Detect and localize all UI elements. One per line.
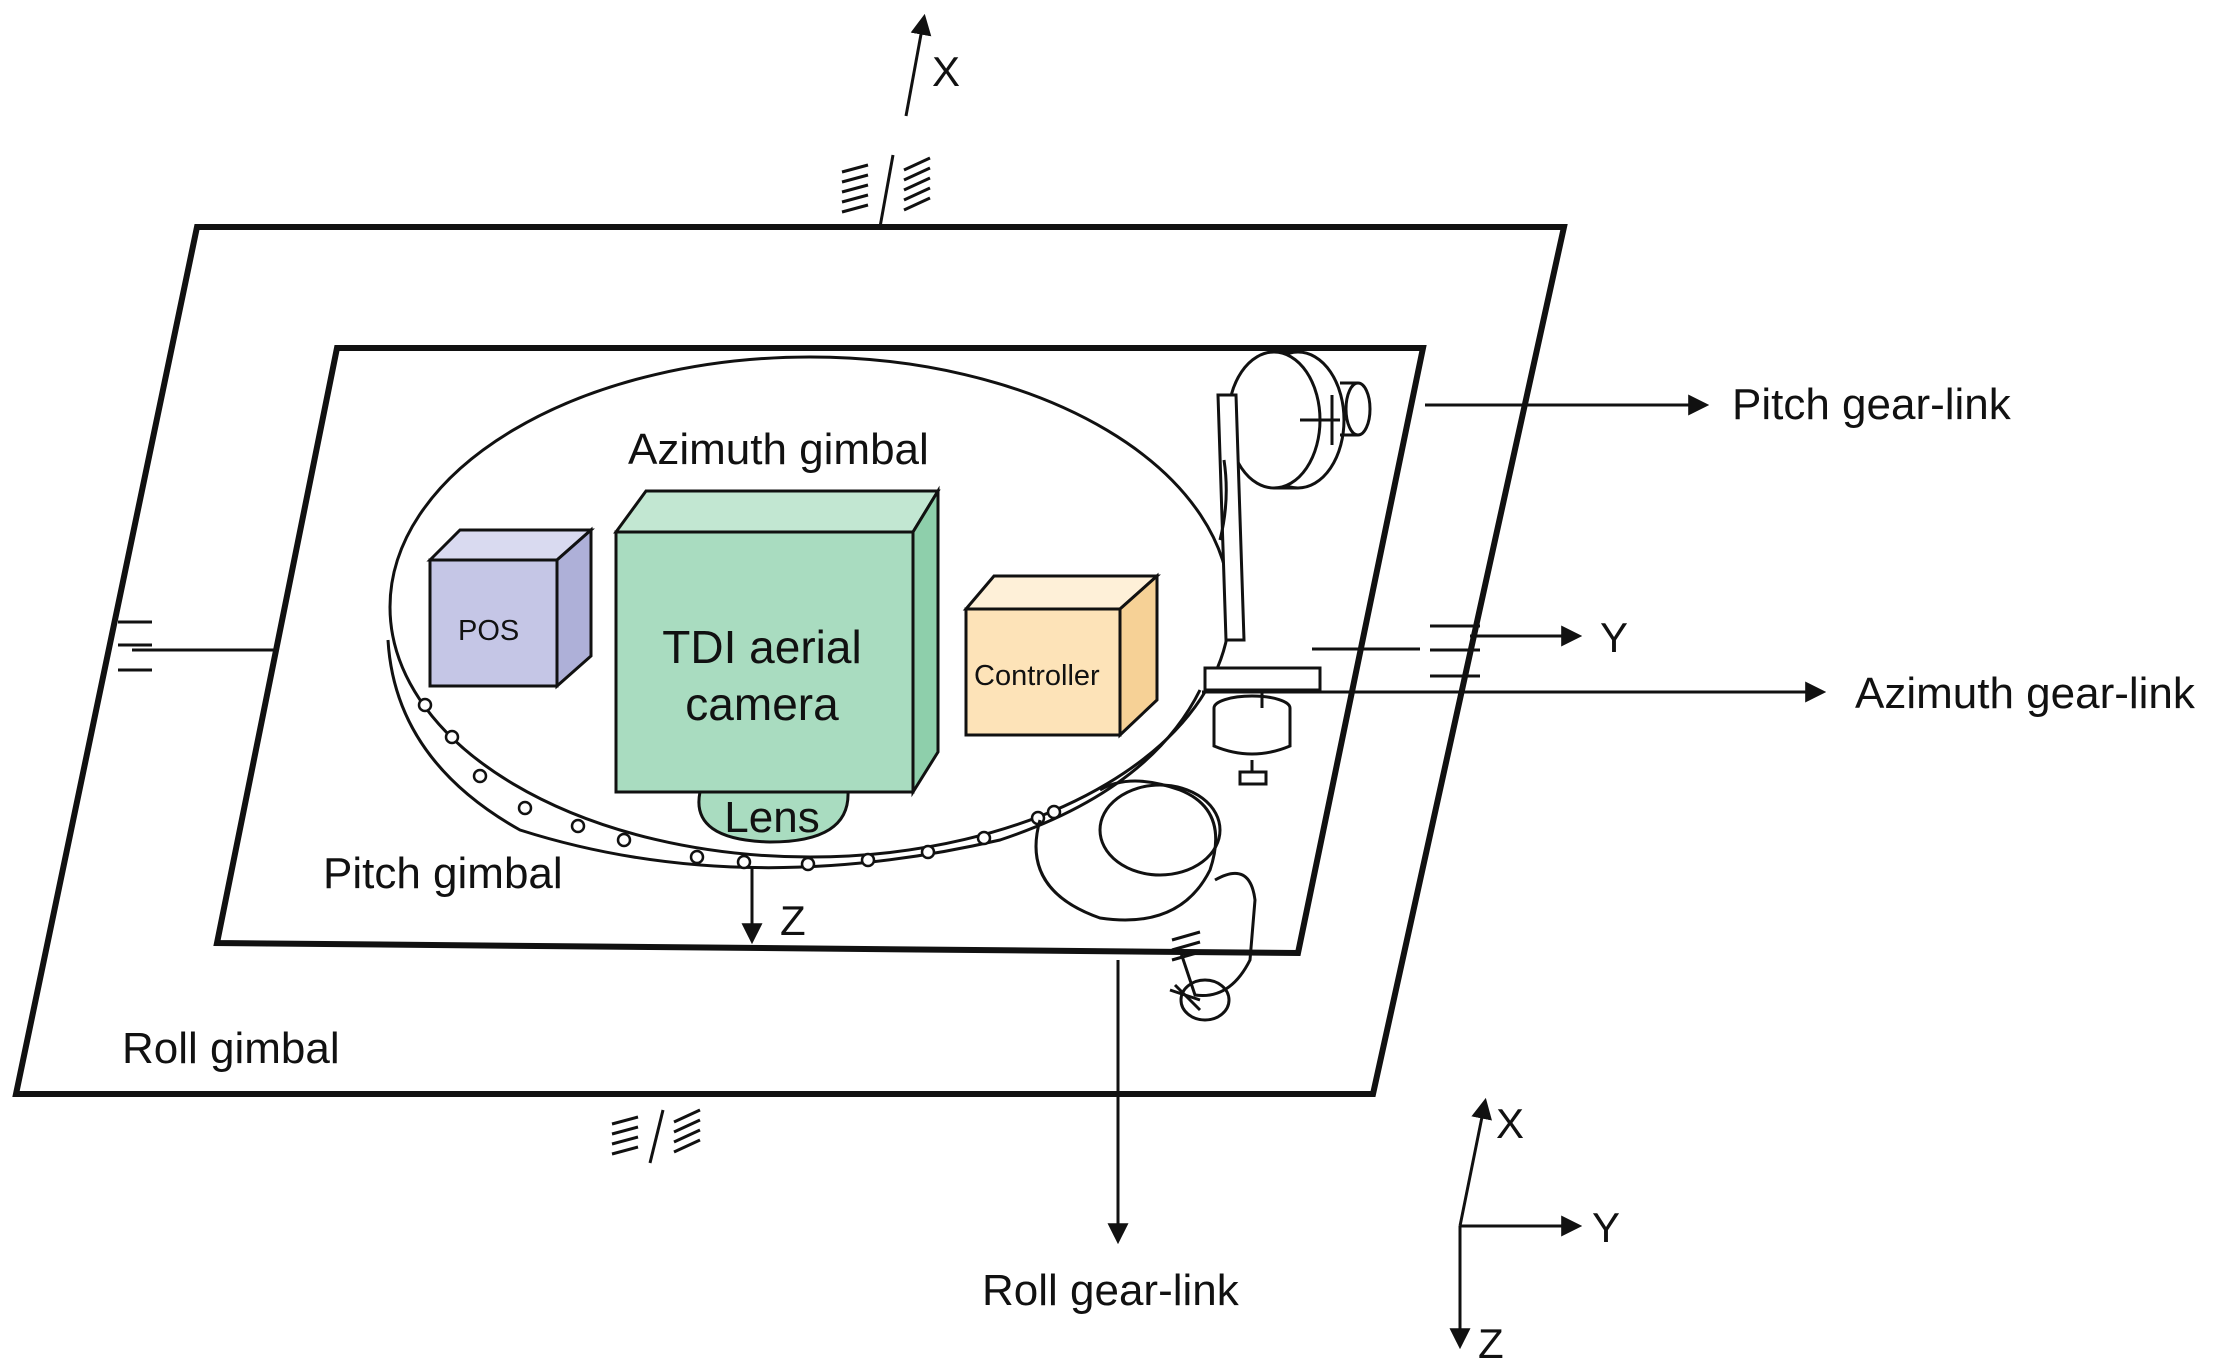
controller-label: Controller — [974, 660, 1100, 692]
lens-shape — [697, 790, 850, 844]
pitch-gimbal-label: Pitch gimbal — [323, 849, 563, 898]
camera-label-line1: TDI aerial — [662, 621, 861, 673]
mid-z-axis-label: Z — [780, 897, 806, 944]
camera-box — [613, 485, 941, 798]
lens-label: Lens — [724, 793, 819, 842]
azimuth-motor — [1203, 666, 1322, 786]
ref-z-label: Z — [1478, 1320, 1504, 1367]
azimuth-gimbal-label: Azimuth gimbal — [628, 425, 929, 474]
roll-motor — [1034, 779, 1257, 1022]
controller-box — [962, 572, 1161, 739]
azimuth-gear-link-label: Azimuth gear-link — [1855, 669, 2196, 718]
roll-gear-link-label: Roll gear-link — [982, 1266, 1240, 1315]
pos-label: POS — [458, 615, 519, 647]
mid-y-shaft — [1312, 624, 1480, 678]
left-shaft — [118, 620, 276, 672]
pitch-gimbal-frame — [213, 345, 1427, 957]
top-x-axis-arrow — [904, 13, 932, 117]
ref-x-label: X — [1496, 1100, 1524, 1147]
mid-y-axis-label: Y — [1600, 614, 1628, 661]
pitch-gear-link-label: Pitch gear-link — [1732, 380, 2012, 429]
pos-box — [426, 526, 595, 690]
roll-gimbal-frame — [12, 224, 1568, 1097]
pitch-motor — [1216, 350, 1372, 642]
bottom-bearing-hatch — [611, 1108, 701, 1164]
ref-y-label: Y — [1592, 1204, 1620, 1251]
camera-label-line2: camera — [685, 678, 839, 730]
reference-frame — [1449, 1097, 1583, 1350]
roll-gimbal-label: Roll gimbal — [122, 1024, 340, 1073]
top-bearing-hatch — [841, 154, 931, 228]
top-x-axis-label: X — [932, 48, 960, 95]
